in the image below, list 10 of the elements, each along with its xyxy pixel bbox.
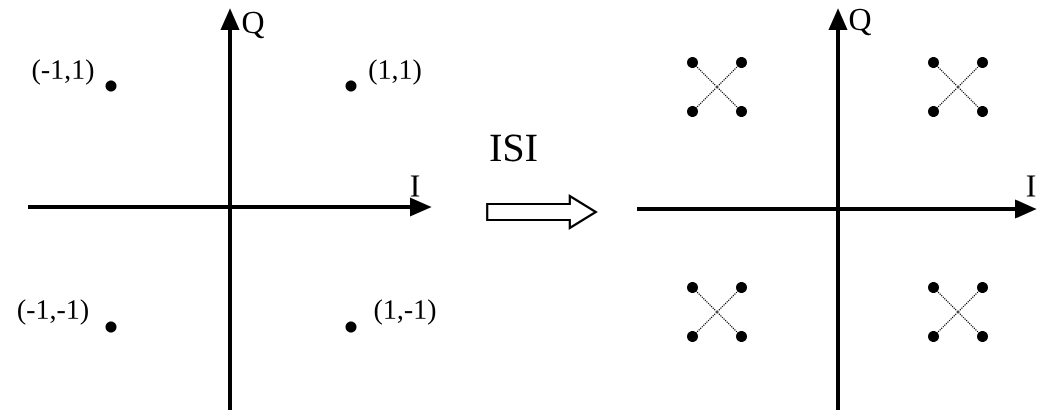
axis-label: I <box>410 175 420 197</box>
point-label: (1,-1) <box>374 299 436 325</box>
block-arrow <box>486 194 598 230</box>
axis-label: Q <box>849 8 871 36</box>
edge-label: ISI <box>490 134 537 162</box>
point-label: (1,1) <box>369 59 421 85</box>
point-label: (-1,1) <box>32 59 94 85</box>
axis-label: I <box>1026 175 1036 197</box>
axis-label: Q <box>242 11 264 39</box>
point-label: (-1,-1) <box>18 299 88 325</box>
